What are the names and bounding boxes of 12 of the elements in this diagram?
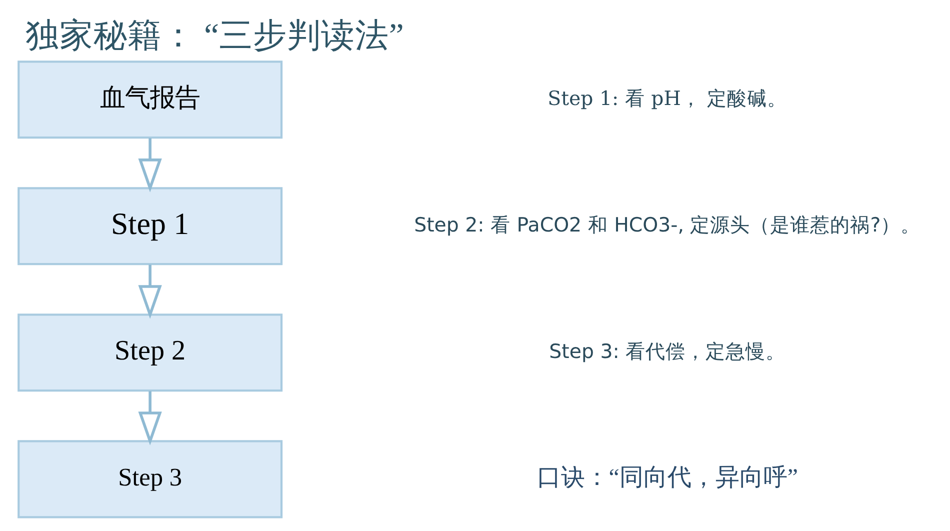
node-box: Step 3 — [17, 440, 282, 518]
diagram-title: 独家秘籍： “三步判读法” — [25, 17, 404, 54]
label: 口诀：“同向代，异向呼” — [536, 464, 798, 491]
arrow — [138, 264, 162, 319]
label: Step 2: 看 PaCO2 和 HCO3-, 定源头（是谁惹的祸?）。 — [414, 213, 920, 236]
node-box: Step 1 — [17, 187, 282, 266]
node-box: Step 2 — [17, 314, 282, 392]
label: Step 1: 看 pH， 定酸碱。 — [547, 86, 787, 110]
node-box: 血气报告 — [17, 60, 282, 139]
arrow — [138, 391, 162, 446]
label: Step 3: 看代偿，定急慢。 — [548, 340, 786, 363]
arrow — [138, 138, 162, 192]
